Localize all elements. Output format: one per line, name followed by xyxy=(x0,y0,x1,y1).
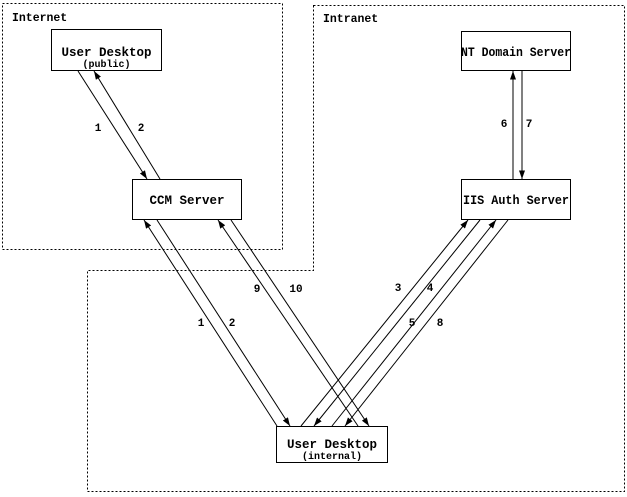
flow-line-1-public-to-ccm xyxy=(77,70,148,180)
flow-label-9: 9 xyxy=(254,284,261,296)
user-desktop-public-subtitle: (public) xyxy=(82,59,130,71)
flow-label-2-internal: 2 xyxy=(229,318,236,330)
flow-line-2-ccm-to-public xyxy=(93,70,161,180)
user-desktop-internal-title: User Desktop xyxy=(287,438,377,452)
flow-line-5-internal-to-iis xyxy=(331,219,497,427)
user-desktop-public-box xyxy=(51,29,162,71)
ccm-server-box xyxy=(132,179,242,220)
iis-auth-server-box xyxy=(461,179,571,220)
nt-domain-server-title: NT Domain Server xyxy=(461,46,571,60)
flow-label-6: 6 xyxy=(501,119,508,131)
internet-zone-border xyxy=(2,3,283,250)
flow-label-10: 10 xyxy=(289,284,302,296)
flow-label-1-internal: 1 xyxy=(198,318,205,330)
node-iis-auth-server: IIS Auth Server xyxy=(461,179,571,220)
flow-label-4: 4 xyxy=(427,283,434,295)
node-nt-domain-server: NT Domain Server xyxy=(461,31,571,71)
flow-line-8-iis-to-internal xyxy=(344,219,509,427)
iis-auth-server-title: IIS Auth Server xyxy=(463,194,569,208)
flow-label-3: 3 xyxy=(395,283,402,295)
flow-label-5: 5 xyxy=(409,318,416,330)
user-desktop-internal-box xyxy=(276,426,388,463)
node-ccm-server: CCM Server xyxy=(132,179,242,220)
flow-line-2-ccm-to-internal xyxy=(156,219,291,427)
flow-line-10-ccm-to-internal xyxy=(230,219,370,427)
user-desktop-internal-subtitle: (internal) xyxy=(302,451,362,463)
node-user-desktop-public: User Desktop (public) xyxy=(51,29,162,71)
flow-line-3-internal-to-iis xyxy=(300,219,469,427)
ccm-server-title: CCM Server xyxy=(149,194,224,208)
flow-line-1-internal-to-ccm xyxy=(143,219,278,427)
internet-zone-label: Internet xyxy=(12,12,67,25)
intranet-zone-label: Intranet xyxy=(323,13,378,26)
user-desktop-public-title: User Desktop xyxy=(61,46,151,60)
nt-domain-server-box xyxy=(461,31,571,71)
flow-label-2-public: 2 xyxy=(138,123,145,135)
flow-label-7: 7 xyxy=(526,119,533,131)
flow-line-9-internal-to-ccm xyxy=(217,219,359,427)
flow-line-4-iis-to-internal xyxy=(313,219,481,427)
flow-label-8: 8 xyxy=(437,318,444,330)
node-user-desktop-internal: User Desktop (internal) xyxy=(276,426,388,463)
intranet-and-internal-zone-border xyxy=(87,5,625,492)
flow-label-1-public: 1 xyxy=(95,123,102,135)
